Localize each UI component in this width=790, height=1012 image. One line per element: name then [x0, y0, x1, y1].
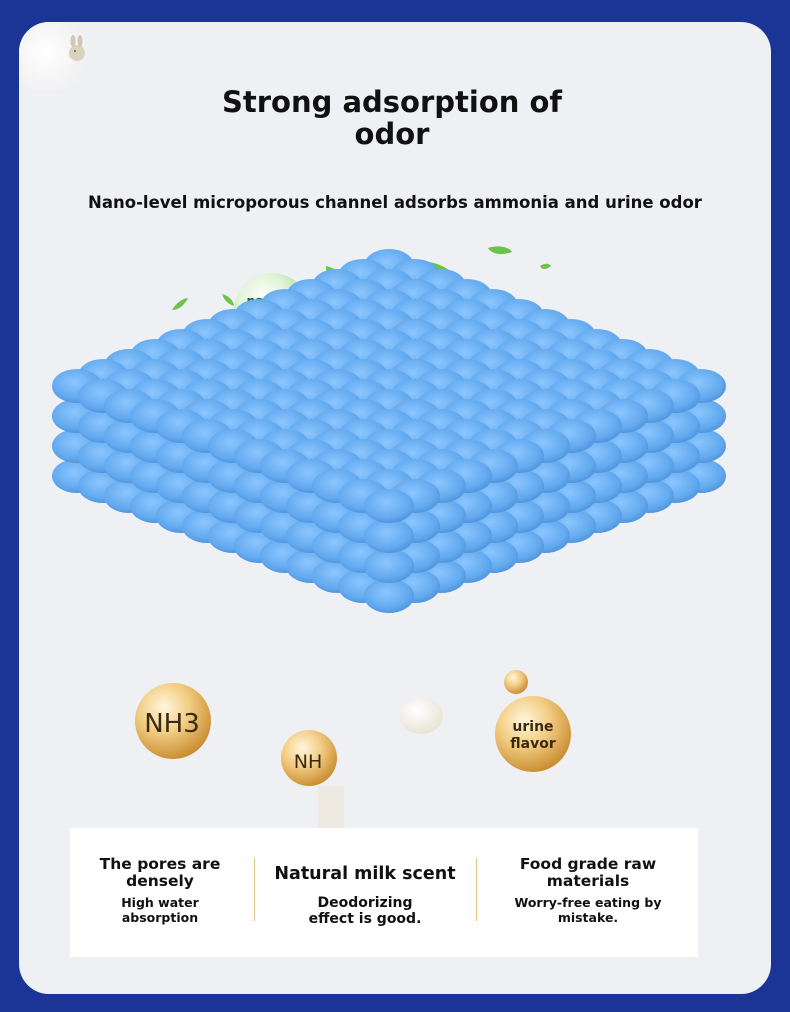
- divider: [476, 858, 477, 921]
- leaf-icon: [488, 246, 512, 255]
- sphere: [364, 489, 414, 523]
- feature-desc: Deodorizing effect is good.: [308, 895, 422, 927]
- urine-bubble: [495, 696, 571, 772]
- feature-food-grade: Food grade raw materials Worry-free eati…: [478, 828, 698, 957]
- feature-desc: High water absorption: [121, 895, 199, 925]
- sphere: [364, 579, 414, 613]
- feature-pores: The pores are densely High water absorpt…: [70, 828, 250, 957]
- bubble: [504, 670, 528, 694]
- odor-bubbles: NH3 NH urine flavor: [135, 670, 571, 828]
- leaf-icon: [540, 263, 551, 269]
- feature-title: Food grade raw materials: [519, 855, 657, 890]
- divider: [254, 858, 255, 921]
- subheadline: Nano-level microporous channel adsorbs a…: [88, 193, 702, 212]
- feature-desc: Worry-free eating by mistake.: [514, 895, 662, 925]
- sphere: [364, 549, 414, 583]
- sphere: [364, 519, 414, 553]
- nh3-bubble: [135, 683, 211, 759]
- feature-milk-scent: Natural milk scent Deodorizing effect is…: [253, 828, 477, 957]
- microporous-block: [52, 249, 726, 613]
- leaf-icon: [172, 298, 188, 310]
- features-panel: The pores are densely High water absorpt…: [70, 828, 698, 957]
- nh-bubble: [281, 730, 337, 786]
- bunny-icon: [69, 35, 85, 61]
- leaf-icon: [222, 294, 234, 306]
- feature-title: The pores are densely: [99, 855, 221, 890]
- feature-title: Natural milk scent: [274, 864, 456, 884]
- nh3-label: NH3: [144, 709, 200, 739]
- pearl-bubble: [399, 698, 443, 734]
- flavor-label: flavor: [510, 736, 556, 752]
- urine-label: urine: [512, 719, 553, 735]
- headline: Strong adsorption of odor: [221, 85, 563, 151]
- nh-label: NH: [294, 751, 323, 773]
